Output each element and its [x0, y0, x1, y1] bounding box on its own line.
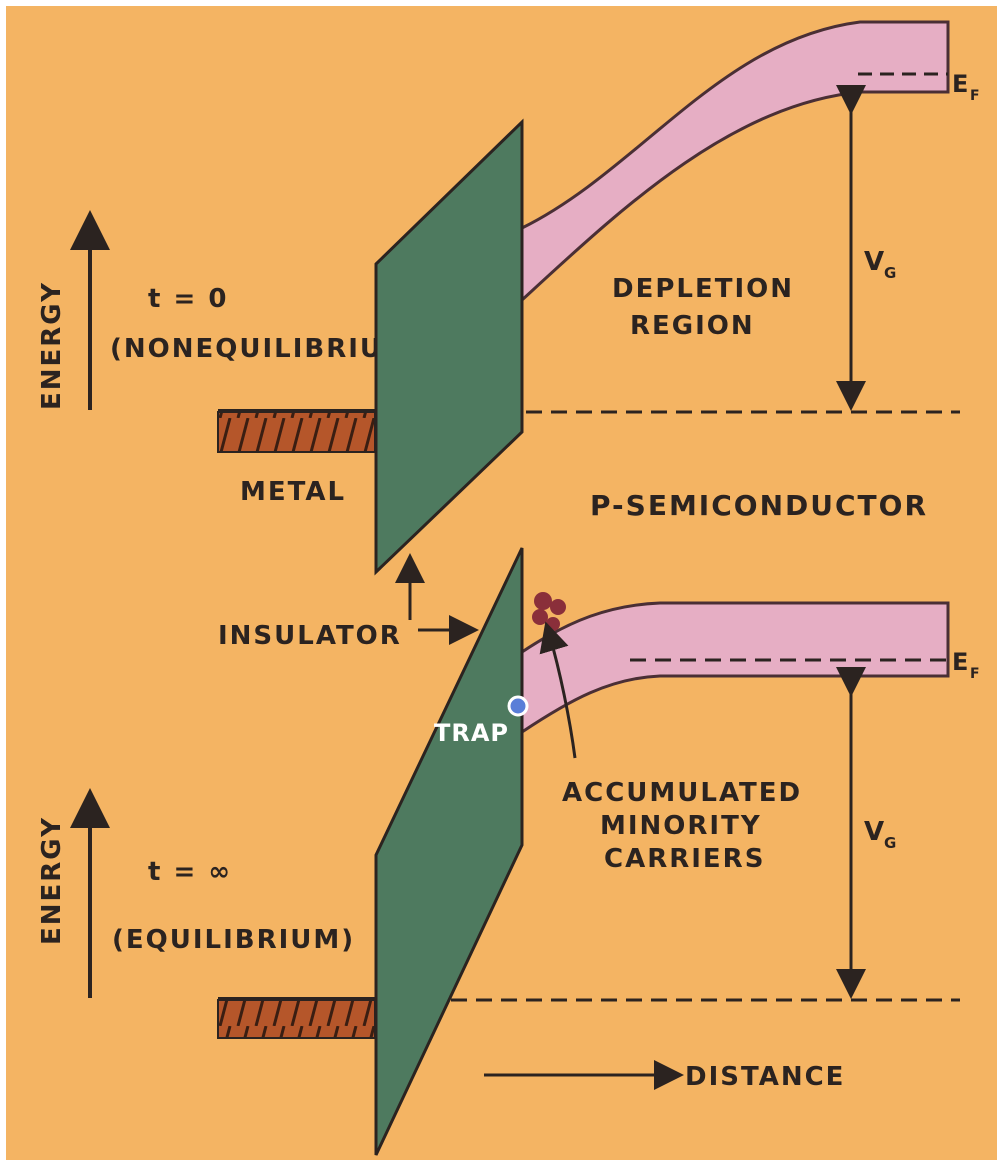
bottom-metal-block — [217, 999, 376, 1039]
top-state-label: (NONEQUILIBRIUM) — [110, 334, 425, 364]
bottom-state-label: (EQUILIBRIUM) — [112, 925, 355, 955]
carriers-label-line3: CARRIERS — [604, 844, 765, 874]
top-fermi-sub: F — [970, 88, 982, 104]
carriers-label-line2: MINORITY — [600, 811, 762, 841]
bottom-band-region — [520, 601, 950, 735]
top-insulator — [374, 118, 524, 576]
top-fermi-label: E — [952, 70, 970, 98]
carriers-label-line1: ACCUMULATED — [562, 778, 802, 808]
bottom-diagram: INSULATOR E F V G ENERGY t = ∞ (EQUILIBR… — [37, 547, 982, 1156]
top-vg-sub: G — [884, 264, 898, 282]
bottom-time-label: t = ∞ — [148, 857, 232, 887]
bottom-vg-label: V — [864, 817, 886, 847]
minority-carriers — [532, 592, 566, 631]
semiconductor-label: P-SEMICONDUCTOR — [590, 489, 928, 522]
top-energy-label: ENERGY — [37, 281, 67, 410]
top-metal-block — [217, 411, 376, 453]
metal-label: METAL — [240, 477, 346, 507]
depletion-label-line2: REGION — [630, 311, 755, 341]
depletion-label-line1: DEPLETION — [612, 274, 794, 304]
top-vg-label: V — [864, 247, 886, 277]
top-diagram: ENERGY t = 0 (NONEQUILIBRIUM) E F V G DE… — [37, 20, 982, 576]
bottom-vg-sub: G — [884, 834, 898, 852]
bottom-energy-label: ENERGY — [37, 816, 67, 945]
carriers-pointer — [539, 621, 577, 759]
insulator-label: INSULATOR — [218, 621, 402, 651]
trap-label: TRAP — [434, 719, 509, 747]
distance-label: DISTANCE — [685, 1062, 845, 1092]
trap-marker — [507, 695, 529, 717]
bottom-insulator — [374, 547, 524, 1156]
bottom-fermi-sub: F — [970, 666, 982, 682]
top-time-label: t = 0 — [148, 284, 228, 314]
bottom-fermi-label: E — [952, 648, 970, 676]
